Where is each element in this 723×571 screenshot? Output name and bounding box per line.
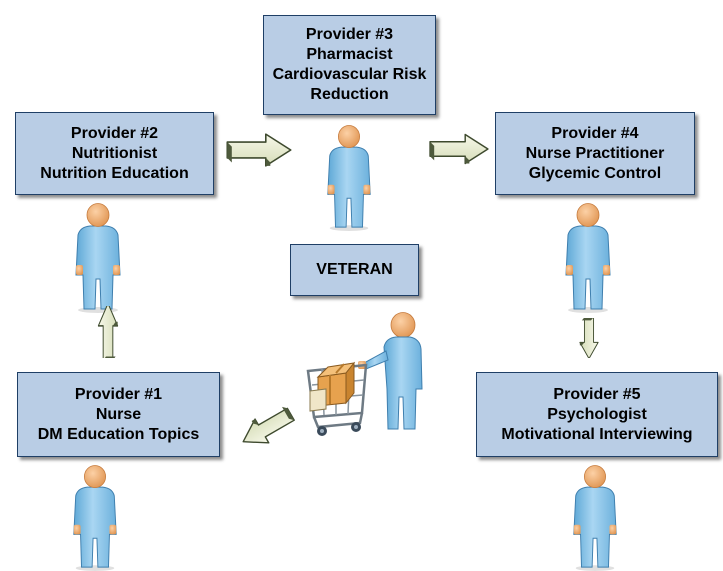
provider-2-focus: Nutrition Education — [40, 164, 189, 182]
provider-4-focus: Glycemic Control — [528, 164, 662, 182]
provider-4-title: Provider #4 — [551, 124, 639, 142]
provider-5-role: Psychologist — [547, 405, 647, 423]
arrow-p2-to-p3-icon — [222, 133, 296, 167]
provider-3-role: Pharmacist — [306, 46, 393, 63]
provider-1-box: Provider #1 Nurse DM Education Topics — [17, 372, 220, 457]
provider-5-box: Provider #5 Psychologist Motivational In… — [476, 372, 718, 457]
provider-4-box: Provider #4 Nurse Practitioner Glycemic … — [495, 112, 695, 195]
provider-1-role: Nurse — [95, 405, 142, 423]
provider-1-title: Provider #1 — [74, 385, 163, 403]
veteran-shopping-cart-icon — [306, 312, 423, 436]
provider-2-person-icon — [68, 203, 128, 313]
veteran-box: VETERAN — [290, 244, 419, 296]
provider-4-person-icon — [558, 203, 618, 313]
arrow-veteran-to-p1-icon — [236, 405, 298, 451]
provider-5-title: Provider #5 — [553, 385, 641, 403]
arrow-p1-to-p2-icon — [90, 306, 126, 358]
veteran-label: VETERAN — [316, 261, 393, 278]
provider-5-focus: Motivational Interviewing — [501, 425, 693, 443]
provider-2-role: Nutritionist — [71, 144, 158, 162]
provider-3-focus-cont: Reduction — [310, 86, 389, 103]
provider-2-title: Provider #2 — [70, 124, 159, 142]
provider-3-focus: Cardiovascular Risk — [272, 66, 427, 83]
provider-4-role: Nurse Practitioner — [525, 144, 665, 162]
arrow-p4-to-p5-icon — [572, 318, 606, 358]
arrow-p3-to-p4-icon — [428, 133, 490, 165]
provider-1-focus: DM Education Topics — [37, 425, 200, 443]
provider-3-title: Provider #3 — [305, 26, 394, 43]
provider-5-person-icon — [566, 465, 624, 571]
provider-2-box: Provider #2 Nutritionist Nutrition Educa… — [15, 112, 214, 195]
provider-3-person-icon — [320, 125, 378, 231]
provider-1-person-icon — [66, 465, 124, 571]
provider-3-box: Provider #3 Pharmacist Cardiovascular Ri… — [263, 15, 436, 115]
